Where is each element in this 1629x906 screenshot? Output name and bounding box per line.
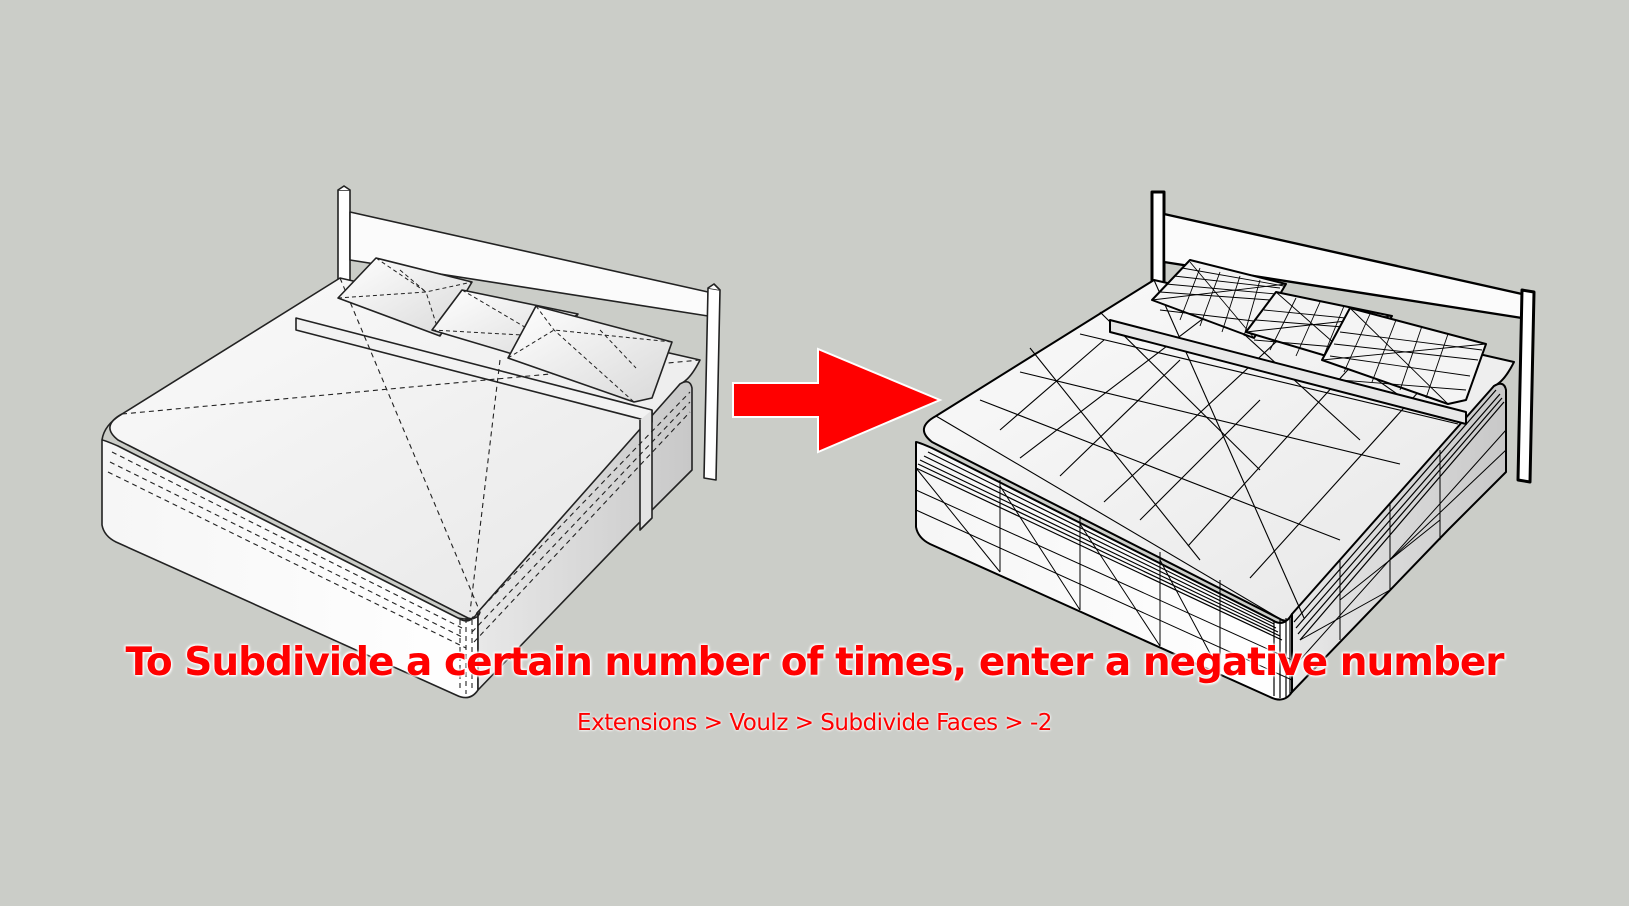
pillow-mesh-right — [1321, 307, 1487, 405]
pillow-mesh-left — [1151, 259, 1287, 339]
bed-model-subdivided — [915, 190, 1536, 701]
pillow-left — [337, 257, 473, 337]
arrow-right-icon — [732, 347, 943, 454]
caption-title: To Subdivide a certain number of times, … — [125, 640, 1504, 685]
pillow-right — [507, 305, 673, 403]
caption-menu-path: Extensions > Voulz > Subdivide Faces > -… — [577, 710, 1052, 736]
bed-model-original — [101, 185, 721, 699]
